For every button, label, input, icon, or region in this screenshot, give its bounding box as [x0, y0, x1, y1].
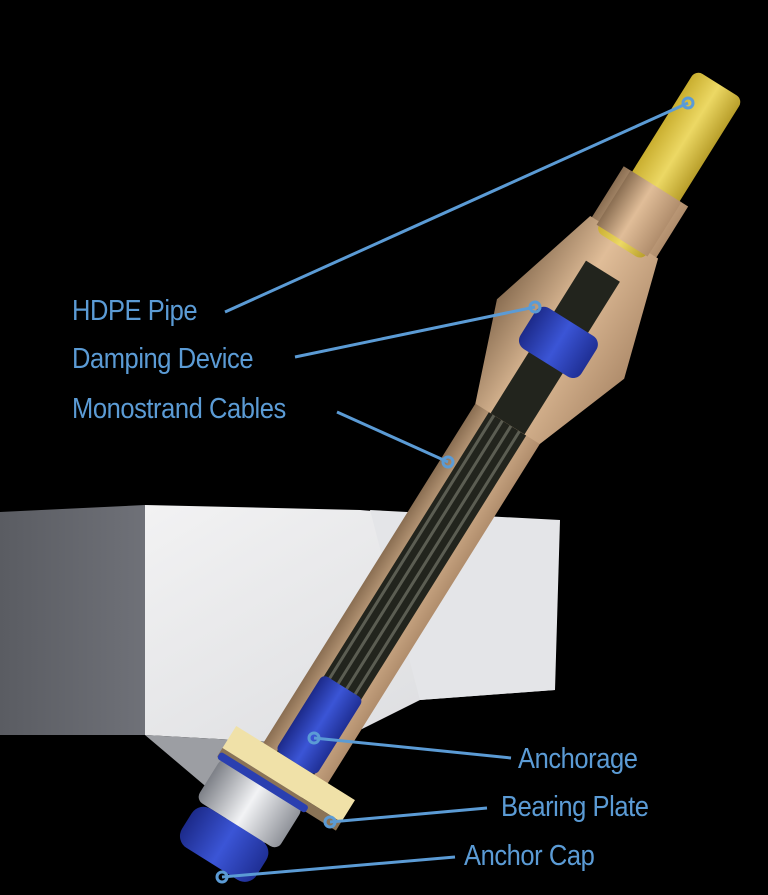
label-damping-device: Damping Device — [72, 343, 254, 375]
label-hdpe-pipe: HDPE Pipe — [72, 295, 198, 327]
label-anchor-cap: Anchor Cap — [464, 840, 595, 872]
stay-cable-assembly — [217, 72, 741, 831]
label-anchorage: Anchorage — [518, 743, 638, 775]
label-monostrand-cables: Monostrand Cables — [72, 393, 286, 425]
leader-lines — [215, 96, 695, 884]
anchor-cap-graphic — [179, 752, 308, 882]
label-bearing-plate: Bearing Plate — [501, 791, 649, 823]
